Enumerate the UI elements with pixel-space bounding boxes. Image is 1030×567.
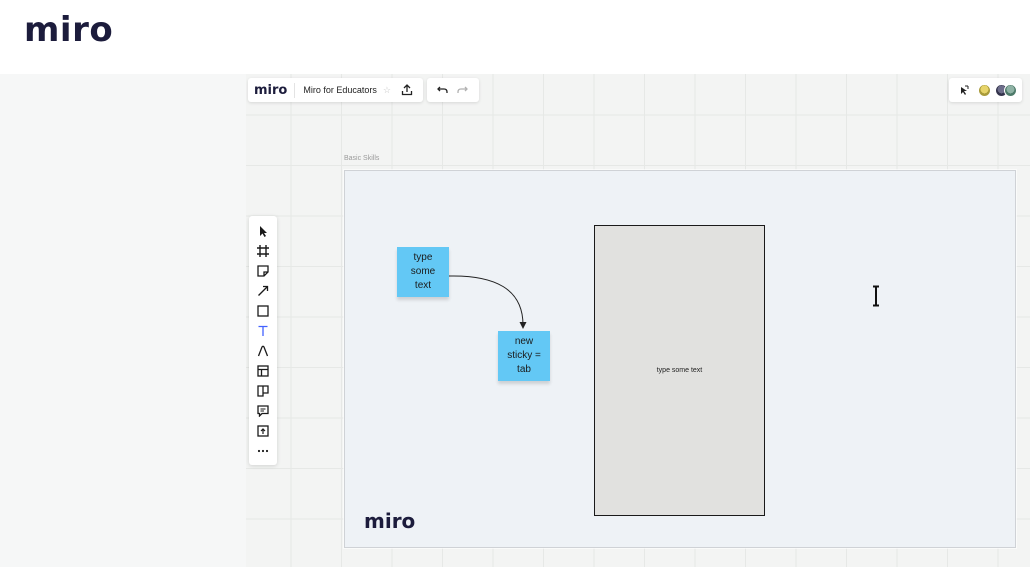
sticky-text-line: new bbox=[514, 336, 534, 347]
miro-logo[interactable]: miro bbox=[24, 10, 114, 50]
frame-tool-icon[interactable] bbox=[254, 244, 272, 258]
text-tool-icon[interactable] bbox=[254, 324, 272, 338]
frame-label[interactable]: Basic Skills bbox=[344, 155, 380, 162]
upload-tool-icon[interactable] bbox=[254, 424, 272, 438]
rectangle-shape[interactable]: type some text bbox=[594, 225, 765, 516]
sticky-note[interactable]: type some text bbox=[397, 247, 449, 297]
collaborators-bar bbox=[949, 78, 1022, 102]
left-toolbar bbox=[249, 216, 277, 465]
template-tool-icon[interactable] bbox=[254, 364, 272, 378]
avatar[interactable] bbox=[1004, 83, 1017, 97]
left-panel bbox=[0, 74, 246, 567]
text-cursor-icon bbox=[873, 285, 879, 307]
sticky-note-tool-icon[interactable] bbox=[254, 264, 272, 278]
pen-tool-icon[interactable] bbox=[254, 344, 272, 358]
frame-miro-logo: miro bbox=[364, 509, 416, 533]
board-miro-logo[interactable]: miro bbox=[254, 82, 296, 98]
more-tool-icon[interactable] bbox=[254, 444, 272, 458]
avatar-group[interactable] bbox=[995, 83, 1017, 97]
cursor-follow-icon[interactable] bbox=[954, 80, 974, 100]
board-top-bar: miro Miro for Educators ☆ bbox=[248, 78, 479, 102]
avatar[interactable] bbox=[978, 83, 991, 97]
upload-icon[interactable] bbox=[397, 80, 417, 100]
history-group bbox=[426, 78, 479, 102]
sticky-text-line: text bbox=[414, 280, 432, 291]
sticky-text-line: type bbox=[413, 252, 433, 263]
rectangle-text: type some text bbox=[656, 367, 703, 374]
frame-basic-skills[interactable]: type some text new sticky = tab type som… bbox=[344, 170, 1016, 548]
kanban-tool-icon[interactable] bbox=[254, 384, 272, 398]
sticky-note[interactable]: new sticky = tab bbox=[498, 331, 550, 381]
sticky-text-line: sticky = bbox=[507, 350, 541, 361]
board-canvas[interactable]: miro Miro for Educators ☆ bbox=[246, 74, 1030, 567]
shape-tool-icon[interactable] bbox=[254, 304, 272, 318]
select-tool-icon[interactable] bbox=[254, 224, 272, 238]
undo-icon[interactable] bbox=[433, 80, 453, 100]
comment-tool-icon[interactable] bbox=[254, 404, 272, 418]
board-info-group: miro Miro for Educators ☆ bbox=[248, 78, 423, 102]
sticky-text-line: some bbox=[410, 266, 436, 277]
connector-arrow[interactable] bbox=[345, 171, 1017, 549]
board-title[interactable]: Miro for Educators bbox=[303, 85, 377, 95]
star-icon[interactable]: ☆ bbox=[382, 84, 391, 95]
connection-line-tool-icon[interactable] bbox=[254, 284, 272, 298]
sticky-text-line: tab bbox=[517, 364, 531, 375]
redo-icon[interactable] bbox=[453, 80, 473, 100]
